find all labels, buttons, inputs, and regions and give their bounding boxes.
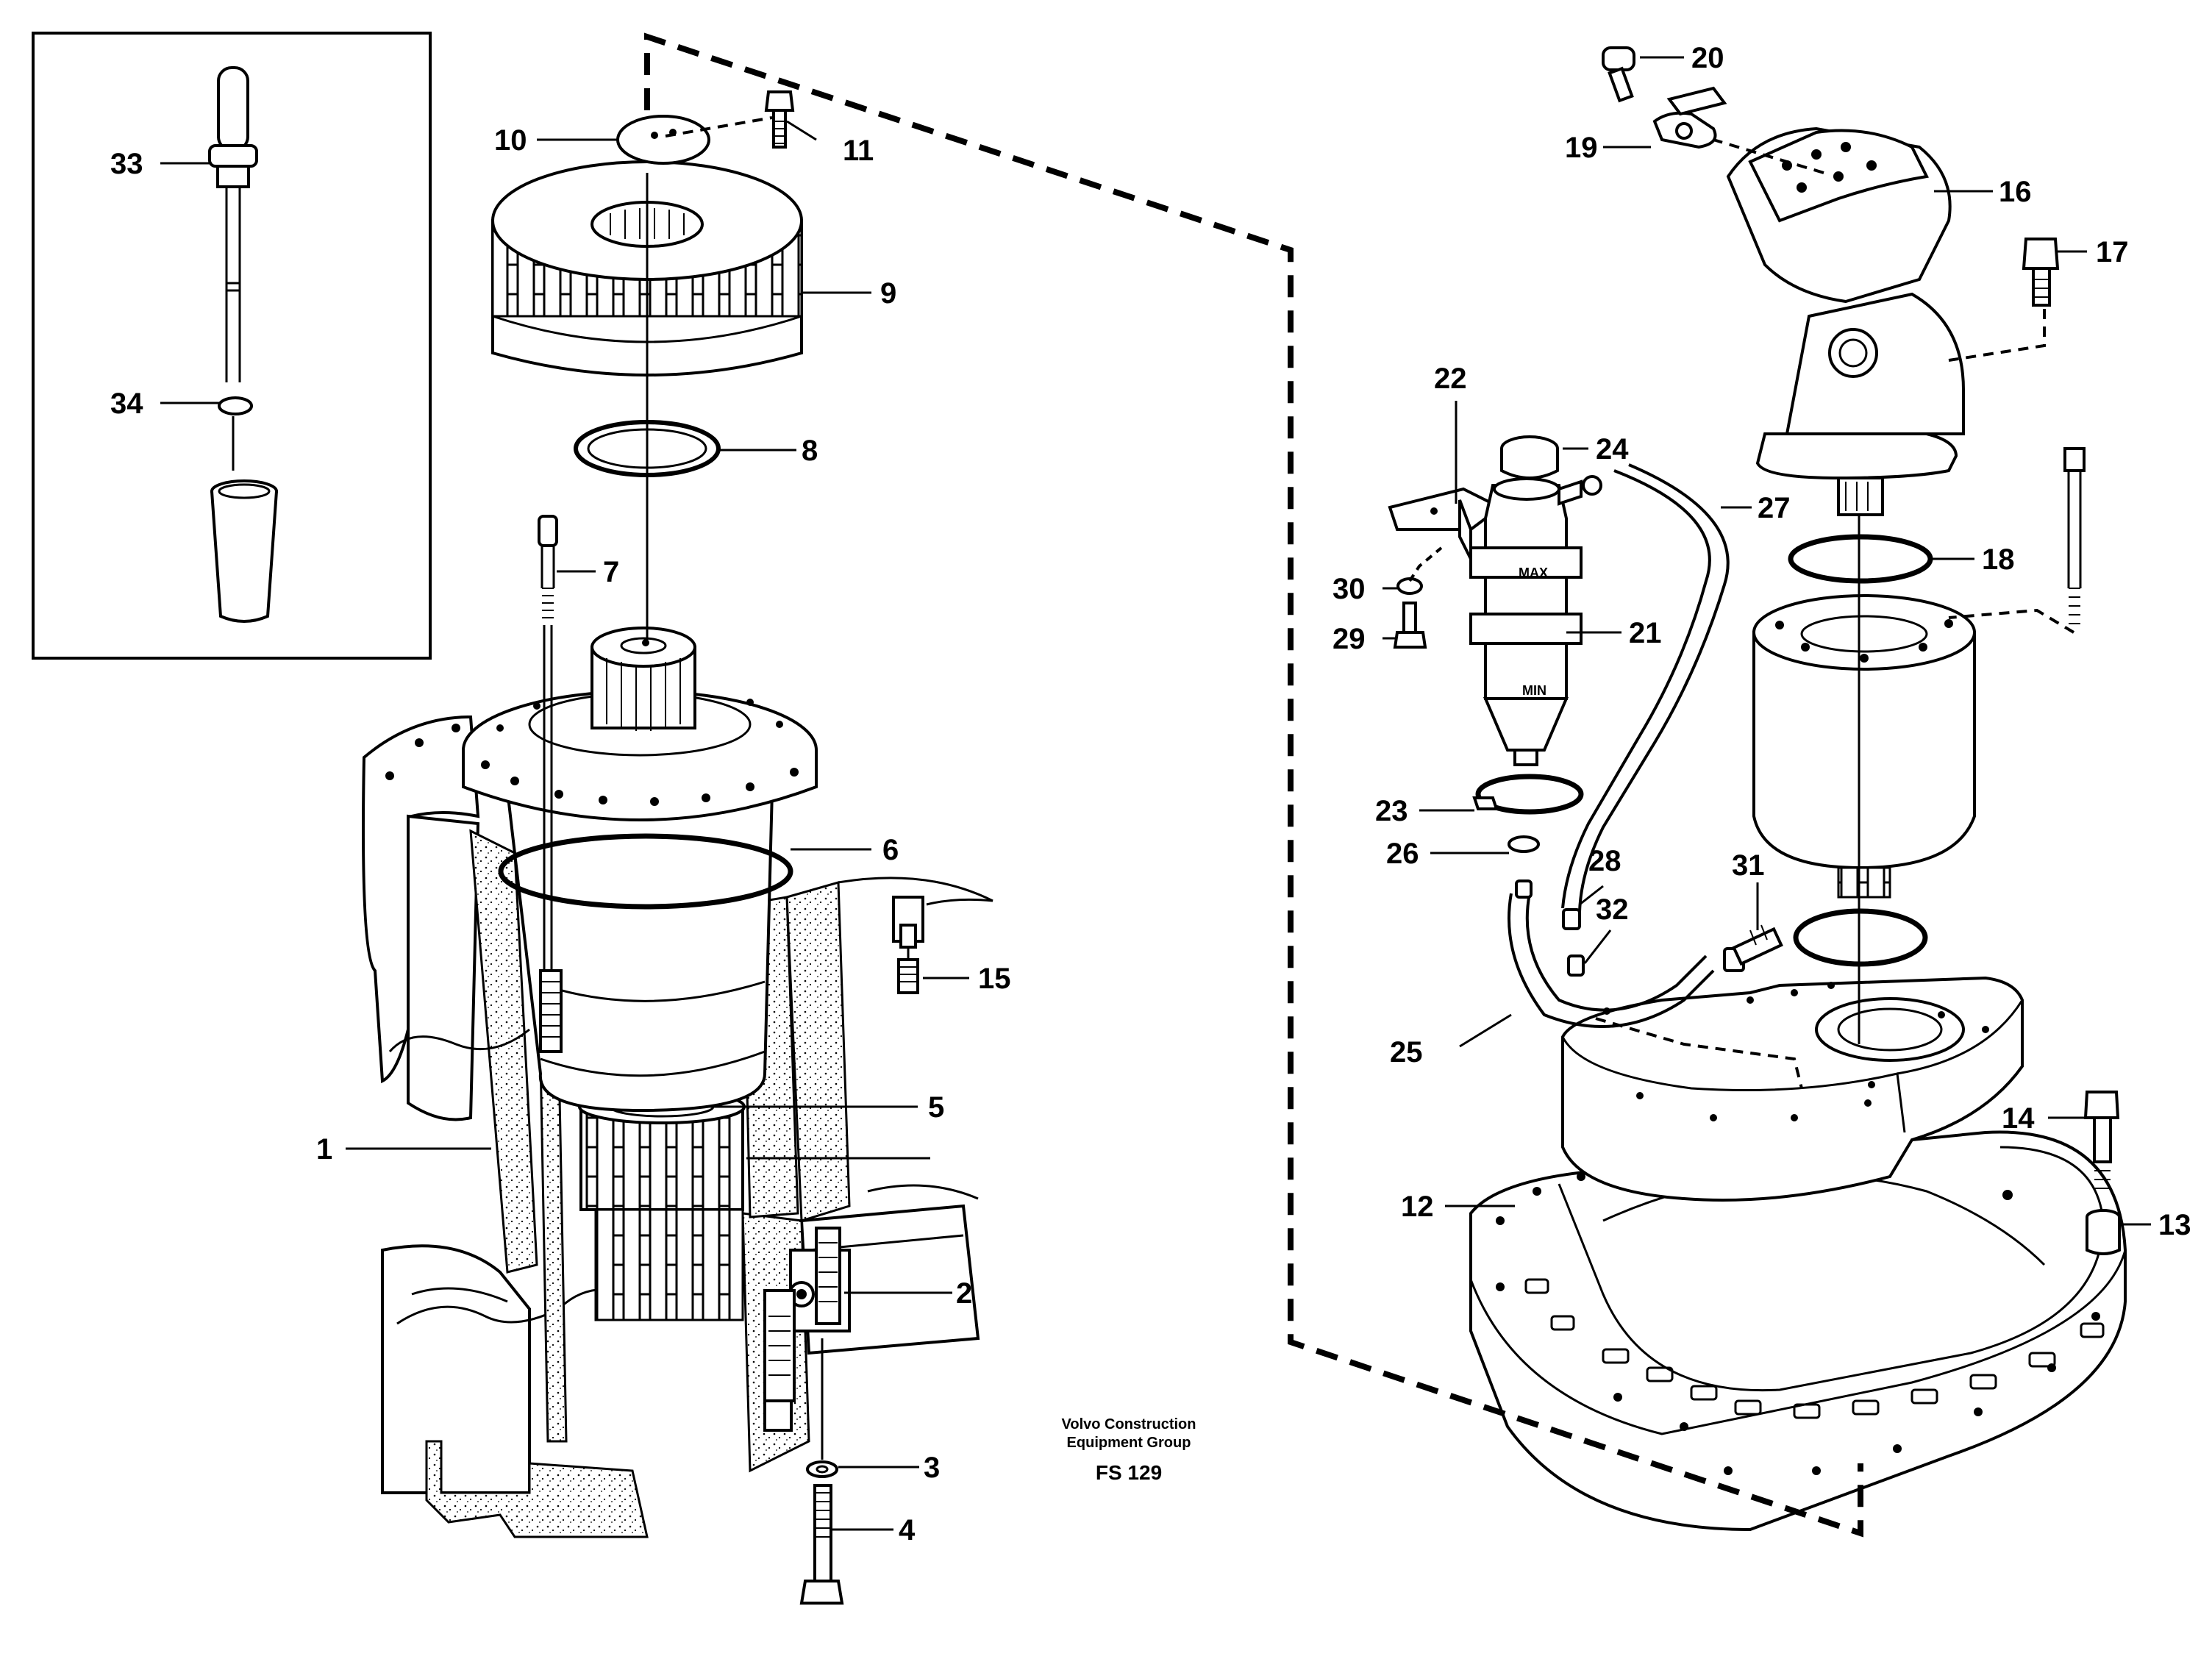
callout-16: 16: [1999, 176, 2032, 208]
callout-18: 18: [1982, 543, 2015, 576]
callout-8: 8: [802, 435, 818, 467]
callout-29: 29: [1332, 623, 1366, 655]
callout-34: 34: [110, 388, 143, 420]
callout-1: 1: [316, 1133, 332, 1166]
callout-27: 27: [1758, 492, 1791, 524]
swing-motor-assembly: MAX MIN: [1388, 46, 2127, 1532]
filter-min-mark: MIN: [1522, 683, 1546, 698]
caption-company-line1: Volvo Construction: [1062, 1416, 1196, 1432]
callout-5: 5: [928, 1091, 944, 1124]
callout-10: 10: [494, 124, 527, 157]
callout-24: 24: [1596, 433, 1629, 465]
callout-4: 4: [899, 1514, 916, 1546]
callout-17: 17: [2096, 236, 2129, 268]
callout-32: 32: [1596, 893, 1629, 926]
callout-15: 15: [978, 963, 1011, 995]
callout-9: 9: [880, 277, 896, 310]
caption-company-line2: Equipment Group: [1067, 1435, 1191, 1451]
callout-33: 33: [110, 148, 143, 180]
callout-25: 25: [1390, 1036, 1423, 1068]
callout-19: 19: [1565, 132, 1598, 164]
callout-21: 21: [1629, 617, 1662, 649]
callout-31: 31: [1732, 849, 1765, 882]
callout-3: 3: [924, 1452, 940, 1484]
figure-caption: Volvo Construction Equipment Group FS 12…: [1062, 1416, 1196, 1484]
callout-11: 11: [843, 135, 874, 167]
callout-30: 30: [1332, 573, 1366, 605]
dipstick-inset: [32, 32, 432, 660]
caption-figure-code: FS 129: [1096, 1461, 1162, 1484]
leader-lines: [160, 56, 2151, 1531]
callout-14: 14: [2002, 1102, 2035, 1135]
callout-23: 23: [1375, 795, 1408, 827]
callout-7: 7: [603, 556, 619, 588]
callout-12: 12: [1401, 1191, 1434, 1223]
assembly-dashed-outline: [644, 32, 2075, 1538]
callout-28: 28: [1588, 845, 1621, 877]
planetary-gearbox: [462, 90, 818, 1113]
callout-13: 13: [2158, 1209, 2191, 1241]
callout-22: 22: [1434, 363, 1467, 395]
callout-2: 2: [956, 1277, 972, 1310]
callout-20: 20: [1691, 42, 1724, 74]
filter-max-mark: MAX: [1519, 565, 1548, 580]
callout-labels: 1 2 3 4 5 6 7 8 9 10 11 12 13 14 15 16 1…: [110, 42, 2191, 1546]
callout-6: 6: [882, 834, 899, 866]
callout-26: 26: [1386, 838, 1419, 870]
